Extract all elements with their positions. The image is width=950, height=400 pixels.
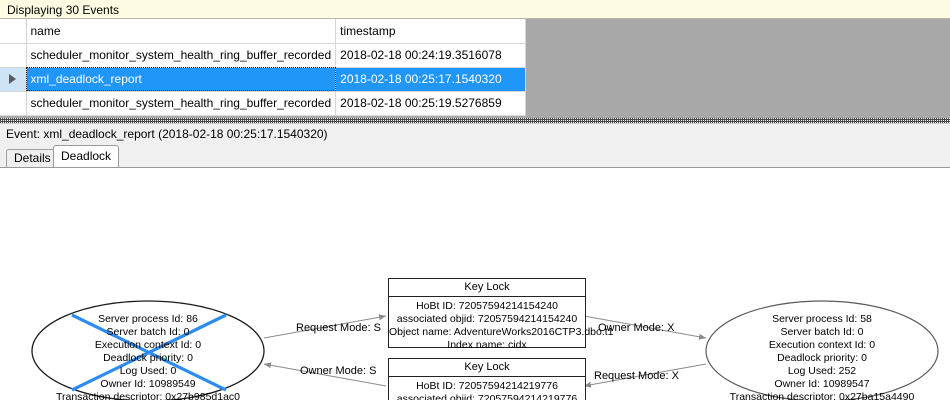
cell-timestamp[interactable]: 2018-02-18 00:25:17.1540320 xyxy=(335,67,527,92)
victim-line-0: Server process Id: 86 xyxy=(98,313,198,325)
status-strip: Displaying 30 Events xyxy=(0,0,950,19)
table-row[interactable]: scheduler_monitor_system_health_ring_buf… xyxy=(0,43,527,68)
surviving-line-5: Owner Id: 10989547 xyxy=(774,378,870,390)
tab-deadlock[interactable]: Deadlock xyxy=(53,145,120,167)
event-detail-pane: Event: xml_deadlock_report (2018-02-18 0… xyxy=(0,124,950,400)
victim-line-1: Server batch Id: 0 xyxy=(106,326,190,338)
resource-node-key-lock-cidx[interactable]: Key Lock HoBt ID: 72057594214154240 asso… xyxy=(388,278,614,351)
edge-owner-mode-s xyxy=(263,362,387,387)
resource-title: Key Lock xyxy=(389,359,585,377)
victim-cross-icon xyxy=(71,313,227,392)
edge-label-owner-mode-x[interactable]: Owner Mode: X xyxy=(598,322,675,334)
grid-header-selector xyxy=(0,19,27,44)
table-row[interactable]: xml_deadlock_report 2018-02-18 00:25:17.… xyxy=(0,67,527,92)
resource-title: Key Lock xyxy=(389,279,585,297)
tab-details[interactable]: Details xyxy=(6,149,59,167)
events-grid-container[interactable]: name timestamp scheduler_monitor_system_… xyxy=(0,19,950,118)
resource-body: HoBt ID: 72057594214154240 associated ob… xyxy=(389,297,614,352)
row-selector-cell[interactable] xyxy=(0,67,27,92)
row-selector-cell[interactable] xyxy=(0,91,27,116)
table-row[interactable]: scheduler_monitor_system_health_ring_buf… xyxy=(0,91,527,116)
resource-0-line-0: HoBt ID: 72057594214154240 xyxy=(416,300,558,312)
surviving-process-ellipse xyxy=(705,300,939,400)
edge-label-request-mode-x[interactable]: Request Mode: X xyxy=(594,370,679,382)
resource-1-line-0: HoBt ID: 72057594214219776 xyxy=(416,380,558,392)
surviving-process-text[interactable]: Server process Id: 58 Server batch Id: 0… xyxy=(702,313,942,400)
edge-request-mode-x xyxy=(583,363,707,388)
row-selector-arrow-icon xyxy=(9,74,16,84)
edge-label-request-mode-s[interactable]: Request Mode: S xyxy=(296,322,381,334)
grid-header-row: name timestamp xyxy=(0,19,527,44)
grid-header-name[interactable]: name xyxy=(26,19,337,44)
surviving-line-6: Transaction descriptor: 0x27ba15a4490 xyxy=(729,391,915,400)
resource-body: HoBt ID: 72057594214219776 associated ob… xyxy=(389,377,585,400)
surviving-line-3: Deadlock priority: 0 xyxy=(777,352,867,364)
displaying-events-label: Displaying 30 Events xyxy=(7,3,120,17)
victim-line-2: Execution context Id: 0 xyxy=(94,339,202,351)
deadlock-tab-page: Server process Id: 86 Server batch Id: 0… xyxy=(0,167,950,400)
surviving-line-1: Server batch Id: 0 xyxy=(780,326,864,338)
resource-node-key-lock-idx1[interactable]: Key Lock HoBt ID: 72057594214219776 asso… xyxy=(388,358,586,400)
victim-process-text[interactable]: Server process Id: 86 Server batch Id: 0… xyxy=(28,313,268,400)
resource-1-line-1: associated objid: 72057594214219776 xyxy=(396,393,578,400)
cell-timestamp[interactable]: 2018-02-18 00:24:19.3516078 xyxy=(335,43,527,68)
resource-0-line-2: Object name: AdventureWorks2016CTP3.dbo.… xyxy=(389,326,614,338)
resource-0-line-1: associated objid: 72057594214154240 xyxy=(396,313,578,325)
deadlock-graph-canvas xyxy=(31,300,939,400)
cell-name[interactable]: xml_deadlock_report xyxy=(26,67,337,92)
victim-line-6: Transaction descriptor: 0x27b985d1ac0 xyxy=(55,391,241,400)
resource-0-line-3: Index name: cidx xyxy=(447,339,527,351)
edge-owner-mode-x xyxy=(583,315,707,340)
cell-name[interactable]: scheduler_monitor_system_health_ring_buf… xyxy=(26,91,337,116)
events-grid[interactable]: name timestamp scheduler_monitor_system_… xyxy=(0,19,527,116)
grid-header-timestamp[interactable]: timestamp xyxy=(335,19,527,44)
victim-line-4: Log Used: 0 xyxy=(119,365,177,377)
victim-line-5: Owner Id: 10989549 xyxy=(100,378,196,390)
event-caption: Event: xml_deadlock_report (2018-02-18 0… xyxy=(6,127,328,141)
row-selector-cell[interactable] xyxy=(0,43,27,68)
cell-timestamp[interactable]: 2018-02-18 00:25:19.5276859 xyxy=(335,91,527,116)
surviving-line-4: Log Used: 252 xyxy=(787,365,857,377)
detail-tabstrip: Details Deadlock xyxy=(0,145,950,167)
horizontal-splitter[interactable] xyxy=(0,118,950,124)
victim-line-3: Deadlock priority: 0 xyxy=(103,352,193,364)
surviving-line-2: Execution context Id: 0 xyxy=(768,339,876,351)
edge-label-owner-mode-s[interactable]: Owner Mode: S xyxy=(300,365,377,377)
cell-name[interactable]: scheduler_monitor_system_health_ring_buf… xyxy=(26,43,337,68)
edge-request-mode-s xyxy=(263,314,387,339)
surviving-line-0: Server process Id: 58 xyxy=(772,313,872,325)
deadlock-graph[interactable]: Server process Id: 86 Server batch Id: 0… xyxy=(0,168,950,400)
